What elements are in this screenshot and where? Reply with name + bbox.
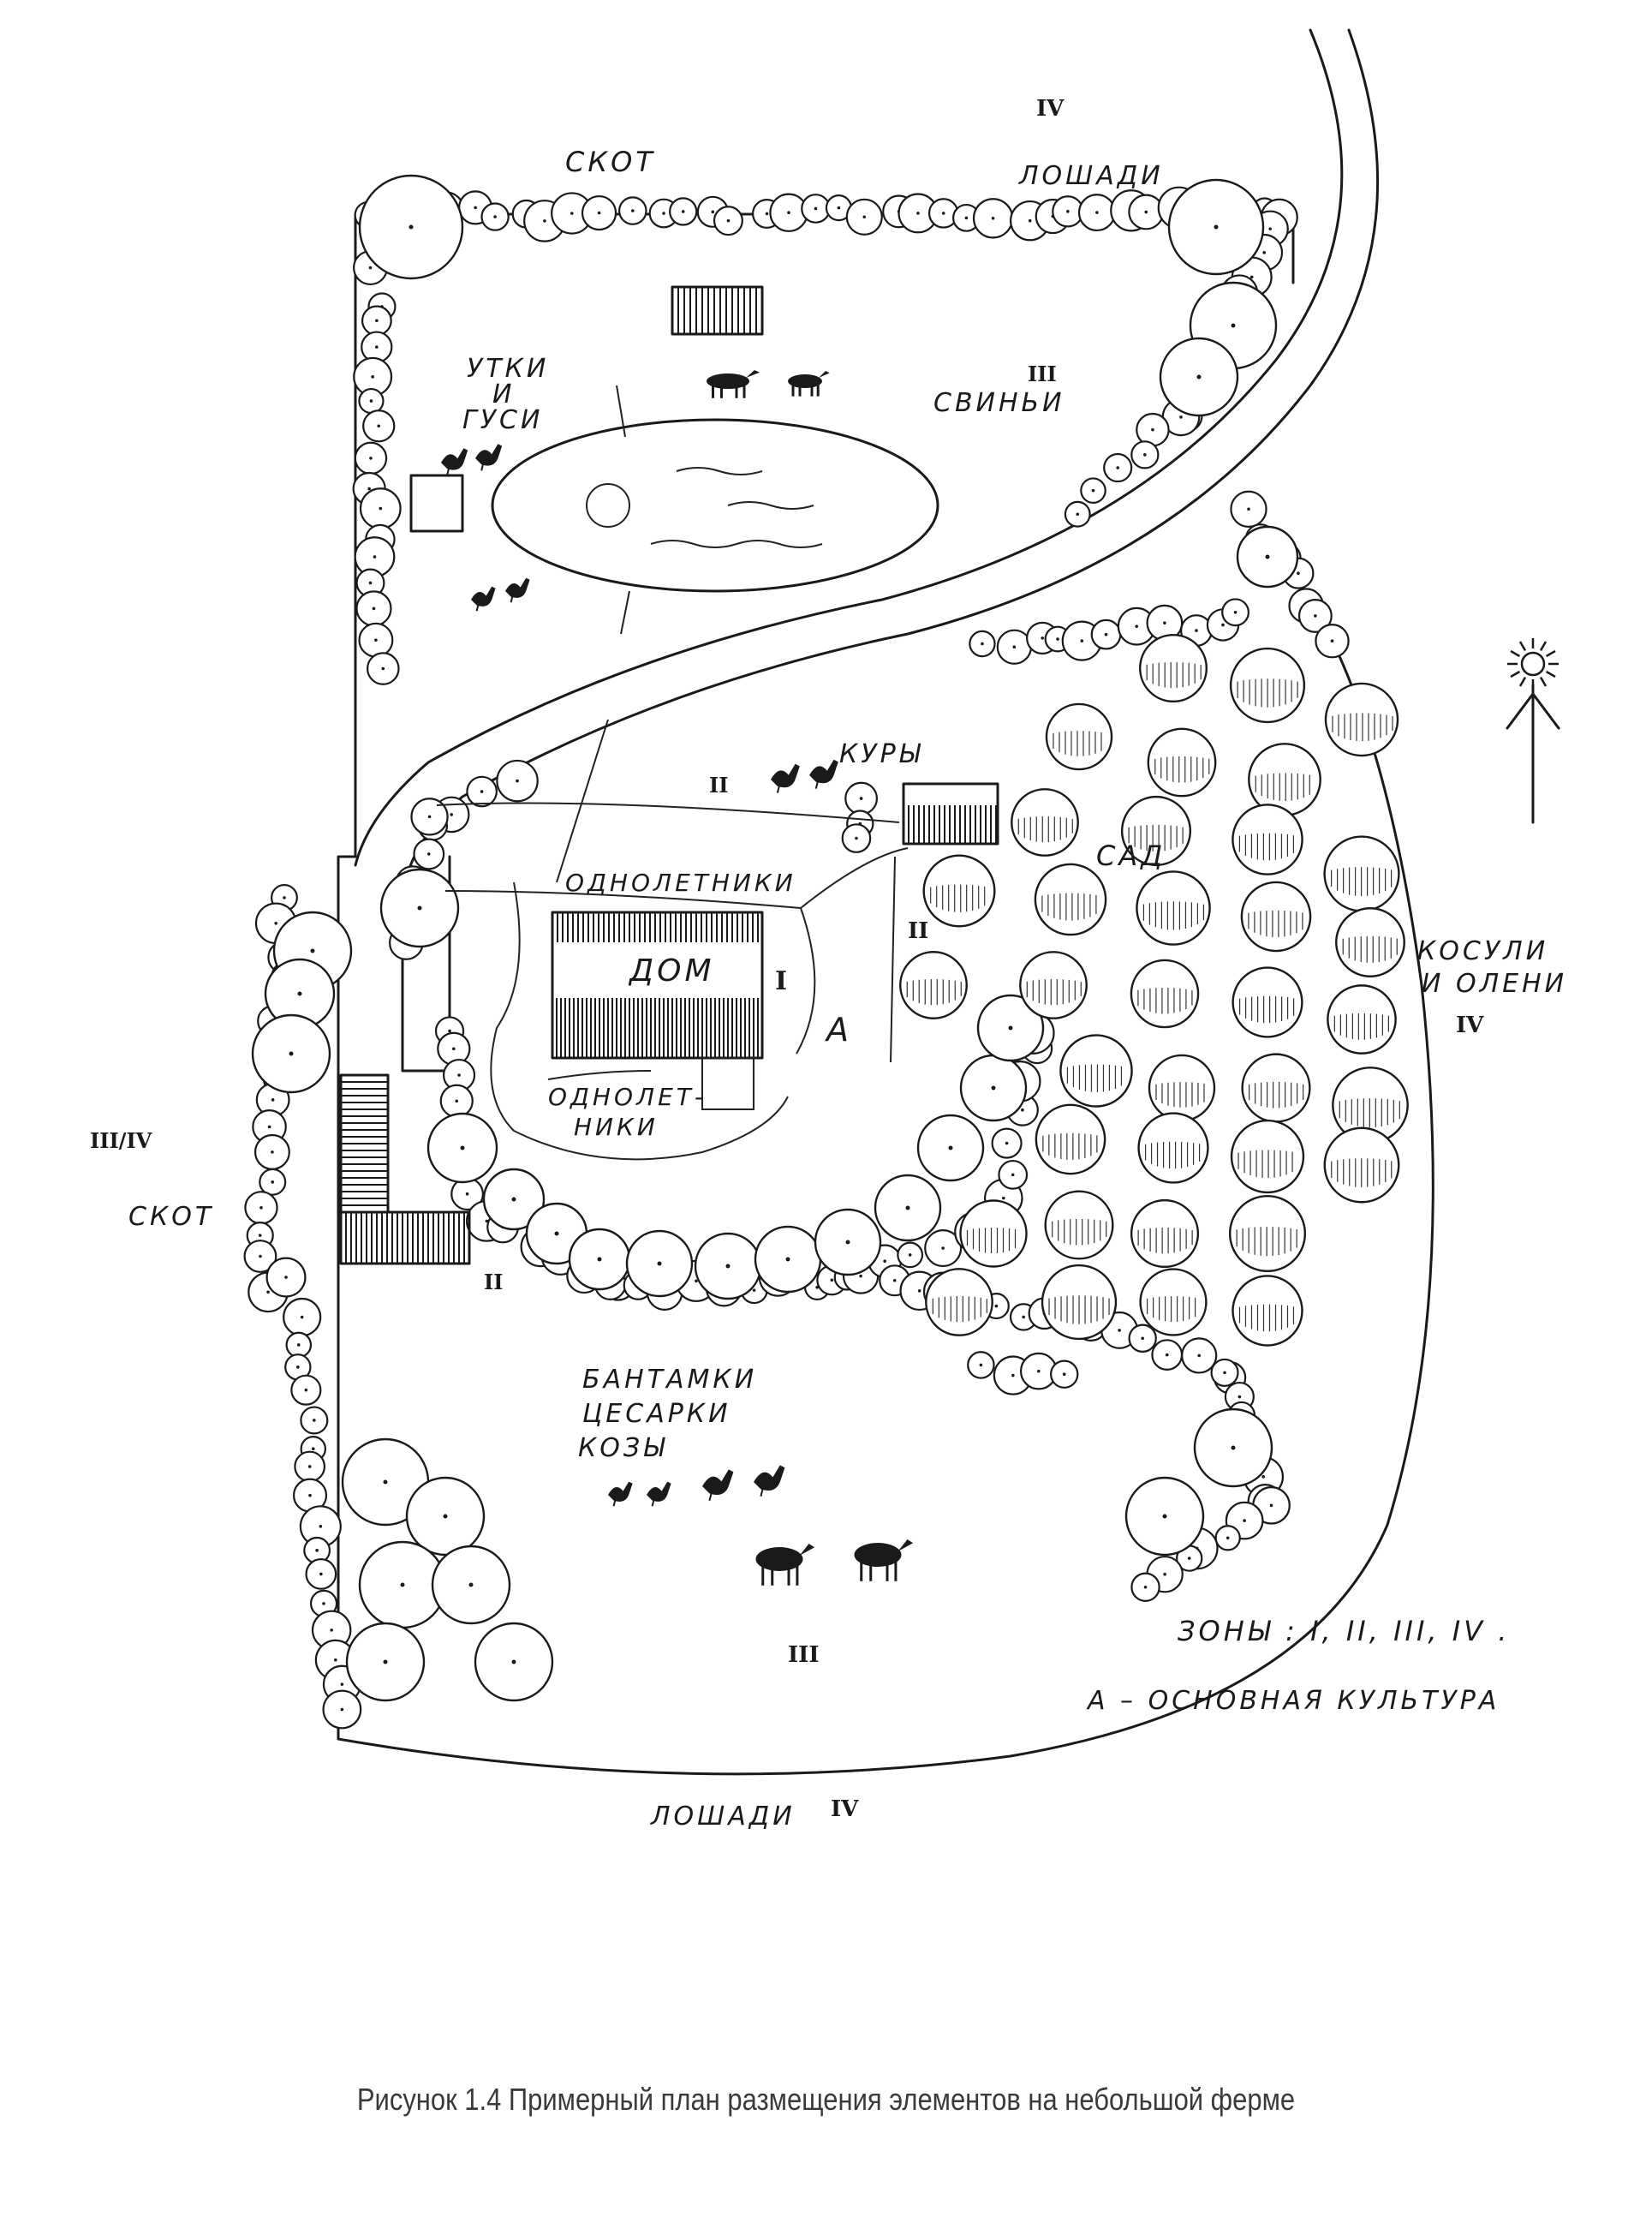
sun-icon xyxy=(1507,638,1559,690)
large-trees xyxy=(251,174,1299,1702)
orchard-trees xyxy=(899,633,1409,1347)
guinea-fowl-icon xyxy=(647,1481,671,1502)
zone-iv-top: IV xyxy=(1036,96,1065,122)
figure-caption: Рисунок 1.4 Примерный план размещения эл… xyxy=(356,2082,1296,2117)
zones-legend: ЗОНЫ : I, II, III, IV . xyxy=(1178,1615,1510,1647)
guinea-fowl-icon xyxy=(754,1465,785,1491)
zone-ii-center: II xyxy=(908,918,928,944)
duck-icon xyxy=(441,448,468,470)
duck-icon xyxy=(475,444,503,466)
duck-icon xyxy=(471,586,496,607)
chicken-icon xyxy=(771,763,800,788)
ducks-label-1: УТКИ xyxy=(467,354,549,384)
pig-shed xyxy=(671,285,764,336)
goat-icon xyxy=(755,1544,815,1586)
annuals-bottom-1: ОДНОЛЕТ- xyxy=(548,1083,707,1111)
animals xyxy=(441,370,914,1586)
main-crop-a: А xyxy=(824,1011,852,1049)
garden-paths xyxy=(436,719,909,1161)
bantams-label: БАНТАМКИ xyxy=(582,1365,757,1395)
ducks-label-3: ГУСИ xyxy=(462,405,543,435)
zone-i-label: I xyxy=(775,966,787,996)
chicken-icon xyxy=(809,759,838,784)
zone-ii-chickens: II xyxy=(709,773,728,798)
goat-icon xyxy=(854,1539,914,1581)
house-label: ДОМ xyxy=(628,953,715,989)
cattle-top-label: СКОТ xyxy=(565,146,656,178)
zone-iv-bottom: IV xyxy=(831,1796,859,1822)
cattle-left-label: СКОТ xyxy=(128,1202,214,1232)
duck-house xyxy=(409,474,464,533)
annuals-bottom-2: НИКИ xyxy=(574,1113,659,1141)
goats-label: КОЗЫ xyxy=(578,1433,668,1463)
main-crop-legend: А – ОСНОВНАЯ КУЛЬТУРА xyxy=(1086,1686,1500,1716)
zone-iv-right: IV xyxy=(1456,1013,1484,1038)
pig-icon xyxy=(707,370,760,398)
guinea-label: ЦЕСАРКИ xyxy=(582,1399,731,1429)
deer-label-2: И ОЛЕНИ xyxy=(1422,969,1567,999)
annuals-top-label: ОДНОЛЕТНИКИ xyxy=(565,869,796,897)
pig-icon xyxy=(788,371,830,397)
horses-top-label: ЛОШАДИ xyxy=(1018,161,1164,191)
cattle-shed xyxy=(339,1073,471,1265)
guinea-fowl-icon xyxy=(608,1481,633,1502)
house-building xyxy=(551,911,764,1110)
zone-iii-bottom: III xyxy=(788,1642,820,1668)
horses-bottom-label: ЛОШАДИ xyxy=(650,1802,796,1832)
deer-label-1: КОСУЛИ xyxy=(1417,936,1548,966)
zone-ii-bottom: II xyxy=(484,1270,503,1294)
pond xyxy=(491,385,939,635)
ducks-label-2: И xyxy=(492,379,515,409)
duck-icon xyxy=(505,577,530,598)
chickens-label: КУРЫ xyxy=(839,739,923,769)
zone-iii-iv-left: III/IV xyxy=(90,1128,152,1153)
north-arrow-icon xyxy=(1506,684,1560,824)
chicken-coop xyxy=(902,782,999,846)
zone-iii-pigs: III xyxy=(1028,362,1057,386)
guinea-fowl-icon xyxy=(702,1469,734,1496)
orchard-label: САД xyxy=(1096,840,1166,872)
pigs-label: СВИНЬИ xyxy=(933,388,1065,418)
